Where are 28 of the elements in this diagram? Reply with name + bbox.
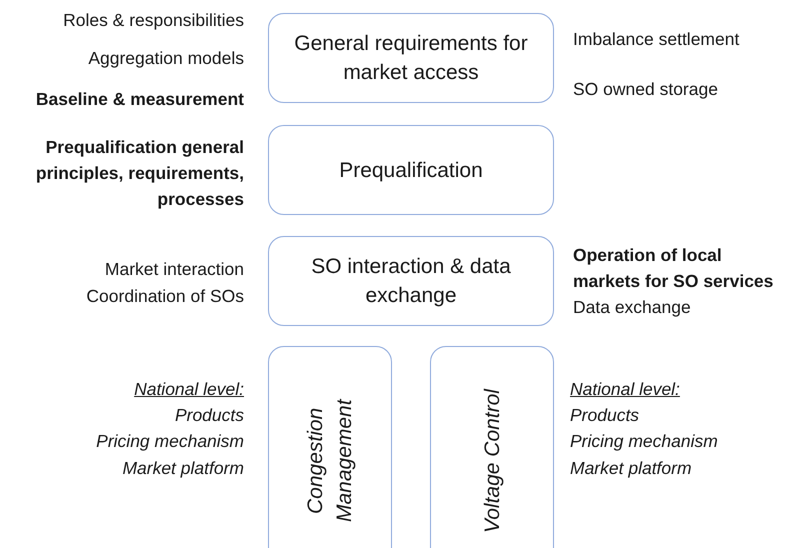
box-label: Voltage Control — [480, 388, 504, 535]
process-box — [268, 125, 554, 215]
side-note: Baseline & measurement — [36, 89, 244, 109]
side-note: Products — [174, 405, 244, 425]
side-note: Imbalance settlement — [573, 29, 740, 49]
side-note: Market interaction — [104, 259, 244, 279]
side-note: National level: — [570, 379, 680, 399]
side-note: Market platform — [122, 458, 244, 478]
process-box — [268, 346, 392, 548]
box-label: SO interaction & data exchange — [310, 254, 512, 309]
side-note: Operation of local markets for SO services — [573, 245, 774, 291]
box-label: Congestion Management — [303, 398, 357, 524]
side-note: SO owned storage — [573, 79, 718, 99]
box-label: General requirements for market access — [293, 31, 529, 86]
side-note: Products — [570, 405, 640, 425]
process-box — [268, 13, 554, 103]
side-note: Aggregation models — [88, 48, 244, 68]
side-note: Coordination of SOs — [86, 286, 244, 306]
side-note: Roles & responsibilities — [63, 10, 244, 30]
process-box — [268, 236, 554, 326]
side-note: Pricing mechanism — [570, 431, 718, 451]
side-note: Pricing mechanism — [96, 431, 244, 451]
side-note: National level: — [134, 379, 244, 399]
side-note: Data exchange — [573, 297, 691, 317]
box-label: Prequalification — [338, 158, 484, 184]
side-note: Market platform — [570, 458, 692, 478]
process-box — [430, 346, 554, 548]
side-note: Prequalification general principles, requirements, processes — [36, 137, 244, 209]
